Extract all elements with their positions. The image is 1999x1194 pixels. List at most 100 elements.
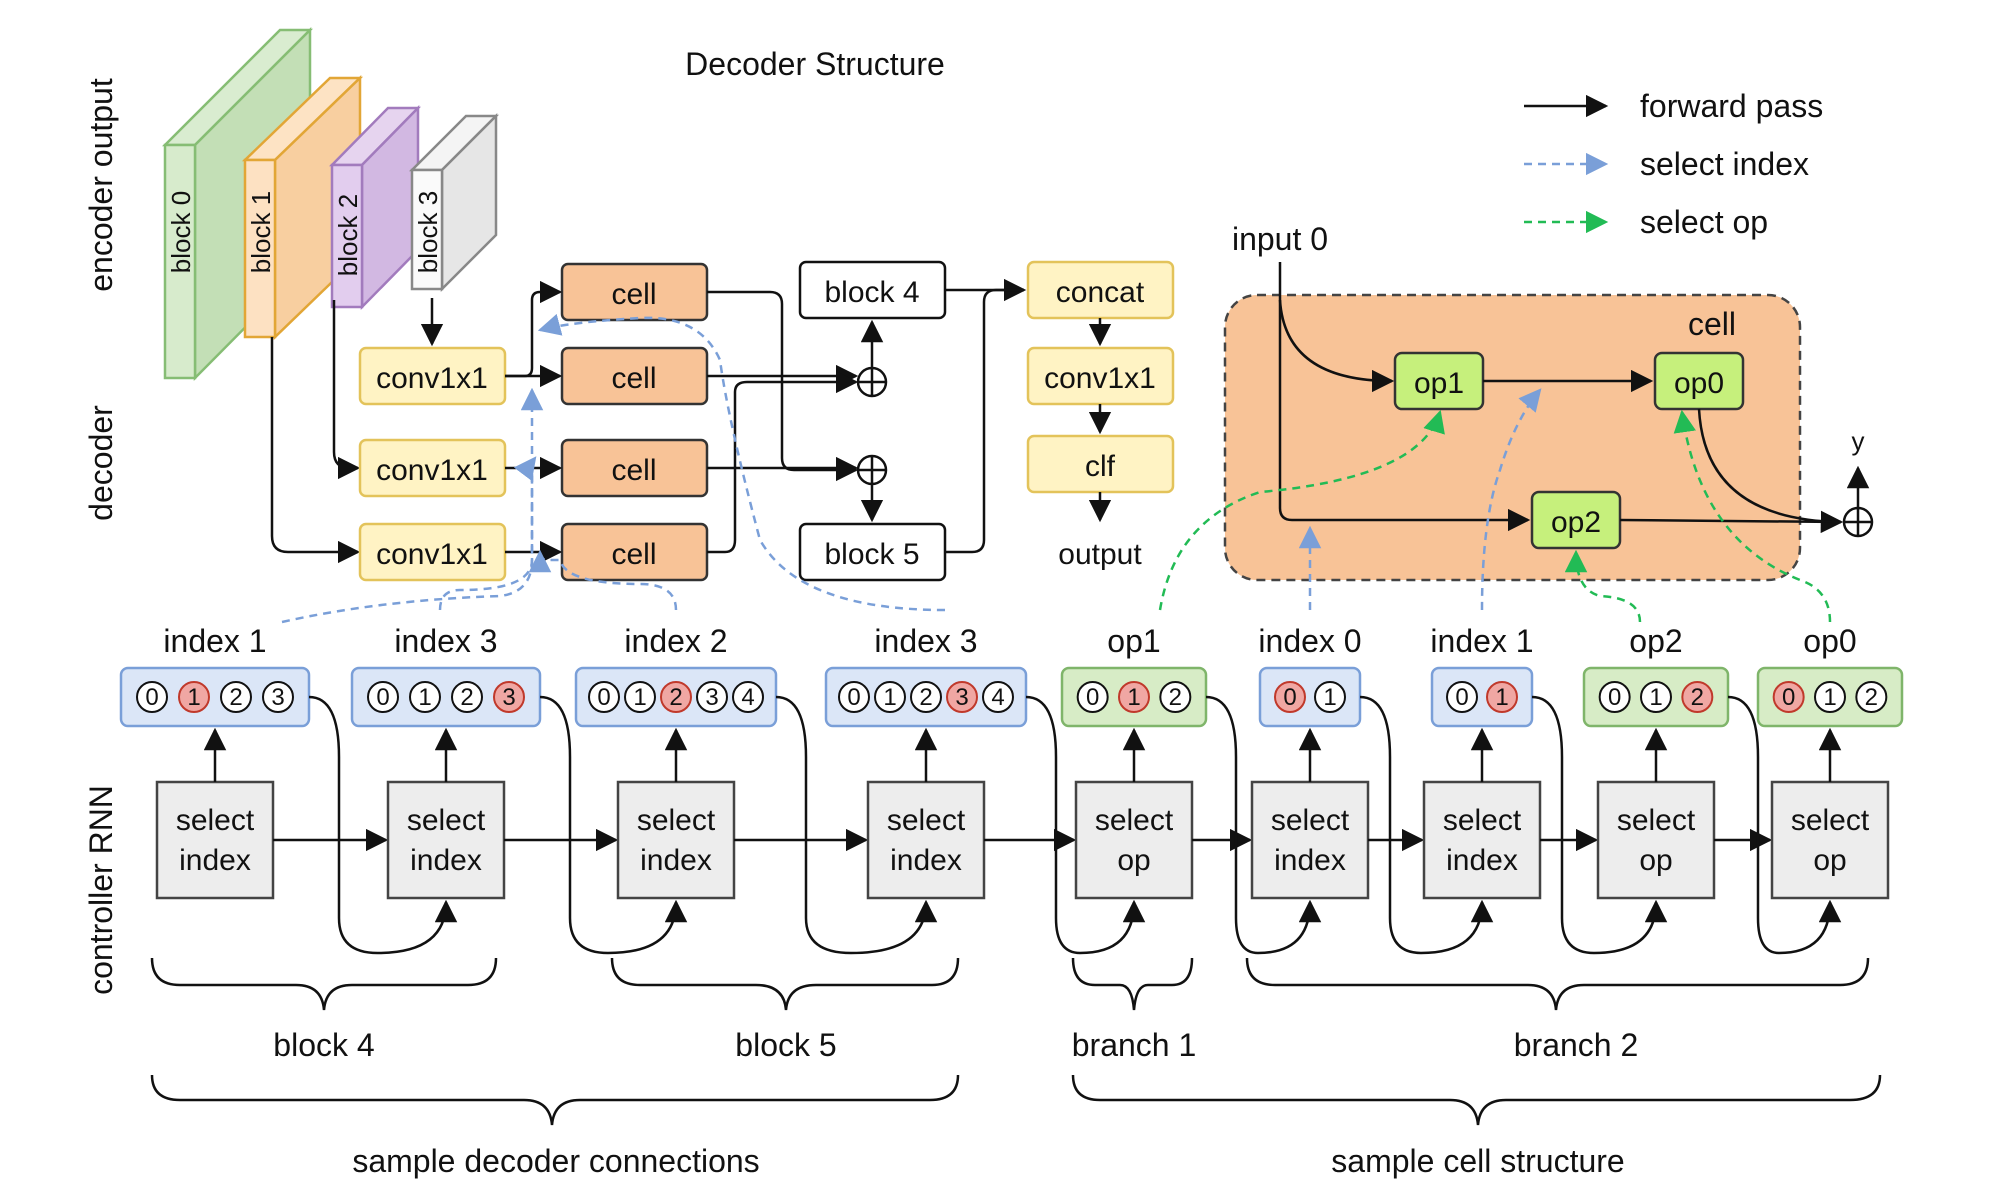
rnn-step-line2: op bbox=[1117, 844, 1150, 877]
clf-box: clf bbox=[1026, 434, 1175, 494]
cell-region-title: cell bbox=[1688, 306, 1736, 342]
op2-to-add-arrow bbox=[1619, 510, 1844, 534]
selected-choice-circle bbox=[1486, 681, 1518, 713]
conv1x1-box: conv1x1 bbox=[358, 522, 507, 582]
choice-number: 3 bbox=[502, 684, 515, 711]
concat-box: concat bbox=[1026, 260, 1175, 320]
encoder-block-0-label: block 0 bbox=[166, 191, 196, 273]
rnn-step-line1: select bbox=[1095, 804, 1174, 837]
op0-to-add-arrow bbox=[1697, 408, 1842, 524]
choice-number: 4 bbox=[991, 684, 1004, 711]
cell-to-add-arrow bbox=[707, 290, 859, 482]
concat-label: concat bbox=[1056, 276, 1145, 309]
rnn-step-line2: index bbox=[1446, 844, 1518, 877]
choice-circle bbox=[1446, 681, 1478, 713]
conv1x1-box: conv1x1 bbox=[358, 346, 507, 406]
rnn-step-box bbox=[1596, 780, 1716, 900]
block-5-label: block 5 bbox=[824, 538, 919, 571]
bracket-block-4 bbox=[150, 957, 498, 1011]
choice-circle bbox=[220, 681, 252, 713]
choice-circle bbox=[1314, 681, 1346, 713]
conv1x1-label: conv1x1 bbox=[376, 454, 488, 487]
cell-label: cell bbox=[611, 362, 656, 395]
choice-circle bbox=[696, 681, 728, 713]
choice-feedback-arrow bbox=[1359, 695, 1494, 955]
encoder-block-3: block 3 bbox=[408, 112, 500, 293]
choice-number: 2 bbox=[1169, 684, 1182, 711]
choice-number: 0 bbox=[847, 684, 860, 711]
rnn-step-line2: index bbox=[890, 844, 962, 877]
block-4-label: block 4 bbox=[824, 276, 919, 309]
choice-circle bbox=[409, 681, 441, 713]
conv1x1-box: conv1x1 bbox=[358, 438, 507, 498]
choice-circle bbox=[910, 681, 942, 713]
selected-choice-circle bbox=[1772, 681, 1805, 713]
choice-feedback-arrow bbox=[308, 695, 458, 955]
selected-choice-circle bbox=[1681, 681, 1714, 713]
rnn-step-line2: op bbox=[1639, 844, 1672, 877]
rnn-step-line1: select bbox=[407, 804, 486, 837]
cell-input-label: input 0 bbox=[1232, 221, 1328, 257]
conv-to-cell-arrow bbox=[505, 280, 563, 378]
choice-feedback-arrow bbox=[539, 695, 688, 955]
choice-circle bbox=[1855, 681, 1888, 713]
choice-number: 3 bbox=[955, 684, 968, 711]
add-node bbox=[856, 366, 888, 398]
choice-circle bbox=[262, 681, 294, 713]
bracket-cell-structure bbox=[1071, 1074, 1882, 1126]
encoder-to-conv-arrow bbox=[270, 337, 361, 564]
choice-number: 1 bbox=[1323, 684, 1336, 711]
step-heading: index 2 bbox=[624, 623, 727, 659]
choice-number: 1 bbox=[187, 684, 200, 711]
encoder-block-1-label: block 1 bbox=[246, 191, 276, 273]
rnn-step-line2: index bbox=[640, 844, 712, 877]
bracket-block-5 bbox=[610, 957, 960, 1011]
rnn-step-box bbox=[386, 780, 506, 900]
step-heading: op1 bbox=[1107, 623, 1160, 659]
rnn-step-box bbox=[1074, 780, 1194, 900]
choice-number: 2 bbox=[1691, 684, 1704, 711]
rnn-step-box bbox=[1250, 780, 1370, 900]
choice-number: 2 bbox=[229, 684, 242, 711]
rnn-step-box bbox=[1770, 780, 1890, 900]
rnn-step-line1: select bbox=[637, 804, 716, 837]
step-heading: index 1 bbox=[1430, 623, 1533, 659]
choice-circle bbox=[451, 681, 483, 713]
conv1x1-box: conv1x1 bbox=[1026, 346, 1175, 406]
output-label: output bbox=[1058, 538, 1142, 571]
rnn-step-line1: select bbox=[1791, 804, 1870, 837]
op2-node: op2 bbox=[1530, 490, 1622, 550]
cell-to-add-arrow bbox=[707, 370, 859, 554]
block-to-concat-arrow bbox=[945, 288, 1024, 554]
rnn-step-line1: select bbox=[1443, 804, 1522, 837]
choice-number: 0 bbox=[145, 684, 158, 711]
bracket-branch-2 bbox=[1245, 957, 1870, 1011]
bracket-cell-structure-label: sample cell structure bbox=[1331, 1143, 1624, 1179]
decoder-cell-box: cell bbox=[560, 346, 709, 406]
rnn-step-line1: select bbox=[887, 804, 966, 837]
cell-label: cell bbox=[611, 538, 656, 571]
rnn-step-box bbox=[1422, 780, 1542, 900]
choice-circle bbox=[732, 681, 764, 713]
choice-feedback-arrow bbox=[1531, 695, 1668, 955]
selected-choice-circle bbox=[1118, 681, 1150, 713]
choice-number: 3 bbox=[705, 684, 718, 711]
choice-circle bbox=[982, 681, 1014, 713]
clf-label: clf bbox=[1085, 450, 1116, 483]
selected-choice-circle bbox=[1274, 681, 1306, 713]
choice-circle bbox=[1814, 681, 1846, 713]
rnn-step-line2: index bbox=[1274, 844, 1346, 877]
choice-number: 0 bbox=[1455, 684, 1468, 711]
choice-number: 0 bbox=[1086, 684, 1099, 711]
op0-node-label: op0 bbox=[1674, 367, 1724, 400]
step-heading: index 3 bbox=[394, 623, 497, 659]
selection-arrows bbox=[281, 313, 1832, 624]
decoder-cell-box: cell bbox=[560, 522, 709, 582]
bracket-decoder-connections-label: sample decoder connections bbox=[352, 1143, 759, 1179]
